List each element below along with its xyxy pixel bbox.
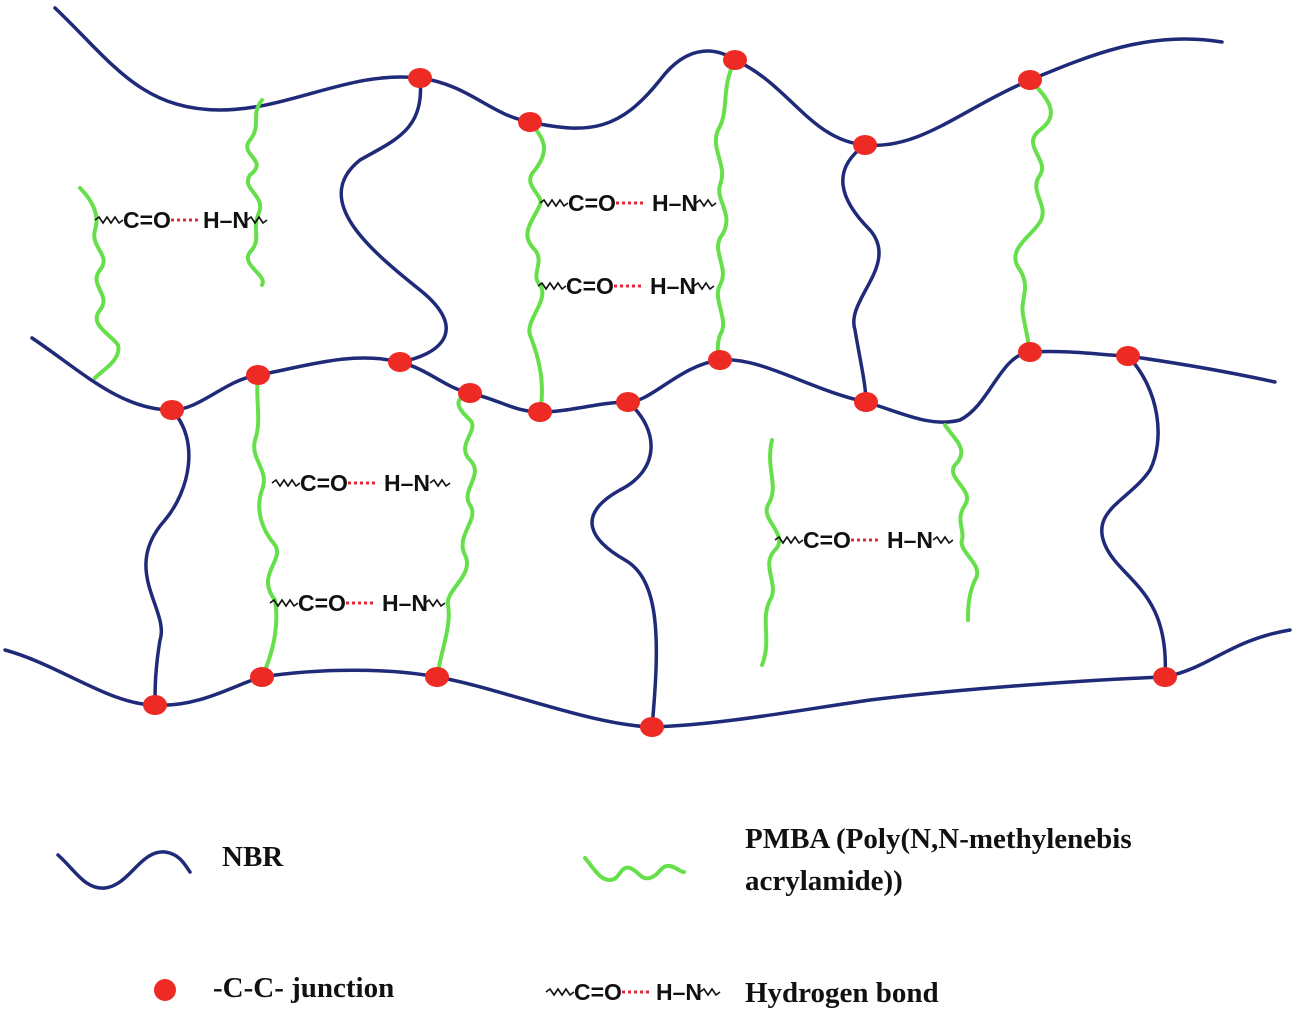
- amine-label: H–N: [382, 590, 428, 616]
- junction-dot: [853, 135, 877, 155]
- nbr-chain-bottom: [3, 628, 1292, 729]
- pmba-chain: [943, 423, 980, 622]
- amine-label: H–N: [384, 470, 430, 496]
- junction-dot: [408, 68, 432, 88]
- legend-item-junction: -C-C- junction: [154, 972, 394, 1004]
- amine-label: H–N: [203, 207, 249, 233]
- nbr-connector: [841, 143, 881, 404]
- legend: NBR PMBA (Poly(N,N-methylenebis acrylami…: [56, 823, 1132, 1009]
- pmba-chain: [525, 120, 546, 414]
- hydrogen-bond: C=O H–N: [537, 273, 715, 299]
- junction-legend-swatch: [154, 979, 176, 1001]
- pmba-legend-swatch: [583, 856, 686, 882]
- carbonyl-label: C=O: [574, 979, 622, 1005]
- pmba-chain: [760, 438, 782, 667]
- junction-dot: [143, 695, 167, 715]
- pmba-legend-label-line1: PMBA (Poly(N,N-methylenebis: [745, 823, 1132, 855]
- junction-dot: [708, 350, 732, 370]
- nbr-chain-middle: [30, 336, 1277, 424]
- nbr-legend-label: NBR: [222, 841, 284, 873]
- junction-dot: [1116, 346, 1140, 366]
- junction-dot: [388, 352, 412, 372]
- hydrogen-bond: C=O H–N: [774, 527, 954, 553]
- pmba-chain: [435, 391, 477, 679]
- junctions: [143, 50, 1177, 737]
- carbonyl-label: C=O: [803, 527, 851, 553]
- nbr-legend-swatch: [56, 850, 192, 890]
- nbr-connector: [339, 76, 448, 364]
- hydrogen-bond: C=O H–N: [271, 470, 451, 496]
- pmba-chain: [252, 373, 279, 679]
- legend-item-nbr: NBR: [56, 841, 284, 890]
- carbonyl-label: C=O: [568, 190, 616, 216]
- pmba-chain: [245, 98, 265, 287]
- hydrogen-bond: C=O H–N: [94, 207, 268, 233]
- nbr-connector: [1100, 354, 1168, 679]
- carbonyl-label: C=O: [566, 273, 614, 299]
- pmba-chain: [78, 186, 121, 380]
- nbr-connector: [590, 400, 659, 729]
- junction-dot: [1018, 342, 1042, 362]
- nbr-connector: [144, 408, 191, 707]
- hydrogen-bond-legend-label: Hydrogen bond: [745, 977, 939, 1009]
- carbonyl-label: C=O: [298, 590, 346, 616]
- amine-label: H–N: [887, 527, 933, 553]
- junction-dot: [458, 383, 482, 403]
- legend-item-hydrogen-bond: C=O H–N Hydrogen bond: [545, 977, 939, 1009]
- junction-dot: [246, 365, 270, 385]
- junction-dot: [854, 392, 878, 412]
- pmba-legend-label-line2: acrylamide)): [745, 865, 903, 897]
- amine-label: H–N: [656, 979, 702, 1005]
- junction-dot: [160, 400, 184, 420]
- pmba-chain: [713, 58, 737, 362]
- junction-dot: [723, 50, 747, 70]
- junction-dot: [1018, 70, 1042, 90]
- hydrogen-bond: C=O H–N: [269, 590, 446, 616]
- junction-dot: [250, 667, 274, 687]
- junction-dot: [616, 392, 640, 412]
- pmba-chains: [78, 58, 1053, 679]
- junction-dot: [1153, 667, 1177, 687]
- nbr-chains: [3, 6, 1292, 729]
- pmba-chain: [1013, 78, 1053, 354]
- hydrogen-bond: C=O H–N: [539, 190, 717, 216]
- amine-label: H–N: [652, 190, 698, 216]
- junction-legend-label: -C-C- junction: [213, 972, 394, 1004]
- junction-dot: [528, 402, 552, 422]
- junction-dot: [640, 717, 664, 737]
- junction-dot: [425, 667, 449, 687]
- amine-label: H–N: [650, 273, 696, 299]
- legend-item-pmba: PMBA (Poly(N,N-methylenebis acrylamide)): [583, 823, 1132, 897]
- carbonyl-label: C=O: [300, 470, 348, 496]
- junction-dot: [518, 112, 542, 132]
- carbonyl-label: C=O: [123, 207, 171, 233]
